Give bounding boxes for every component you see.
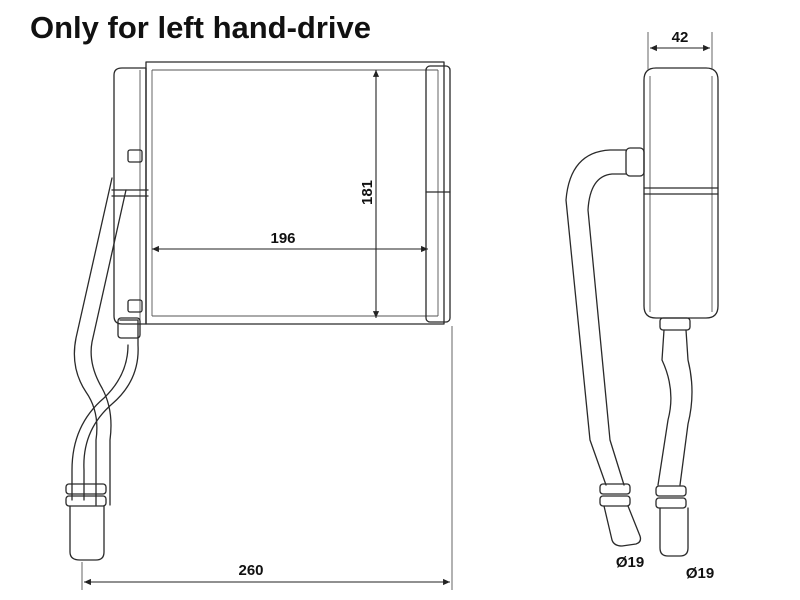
core-width-dimension: 196 bbox=[152, 230, 428, 253]
side-pipe-inlet: Ø19 bbox=[565, 147, 645, 571]
side-tank bbox=[643, 67, 719, 331]
depth-dimension: 42 bbox=[647, 29, 713, 70]
side-pipe-outlet: Ø19 bbox=[655, 329, 714, 582]
core-width-label: 196 bbox=[270, 230, 295, 247]
side-view: 42 Ø19 Ø19 bbox=[565, 29, 719, 582]
front-view: 181 196 260 bbox=[65, 61, 453, 590]
depth-label: 42 bbox=[672, 29, 689, 46]
page-title: Only for left hand-drive bbox=[30, 10, 371, 45]
front-pipe bbox=[65, 177, 141, 561]
outlet-diameter-label: Ø19 bbox=[686, 565, 714, 582]
height-dimension: 181 bbox=[359, 70, 380, 318]
overall-width-dimension: 260 bbox=[81, 326, 453, 590]
left-tank bbox=[111, 67, 149, 325]
radiator-core bbox=[145, 61, 451, 325]
inlet-diameter-label: Ø19 bbox=[616, 554, 644, 571]
height-label: 181 bbox=[359, 180, 376, 205]
overall-width-label: 260 bbox=[238, 562, 263, 579]
